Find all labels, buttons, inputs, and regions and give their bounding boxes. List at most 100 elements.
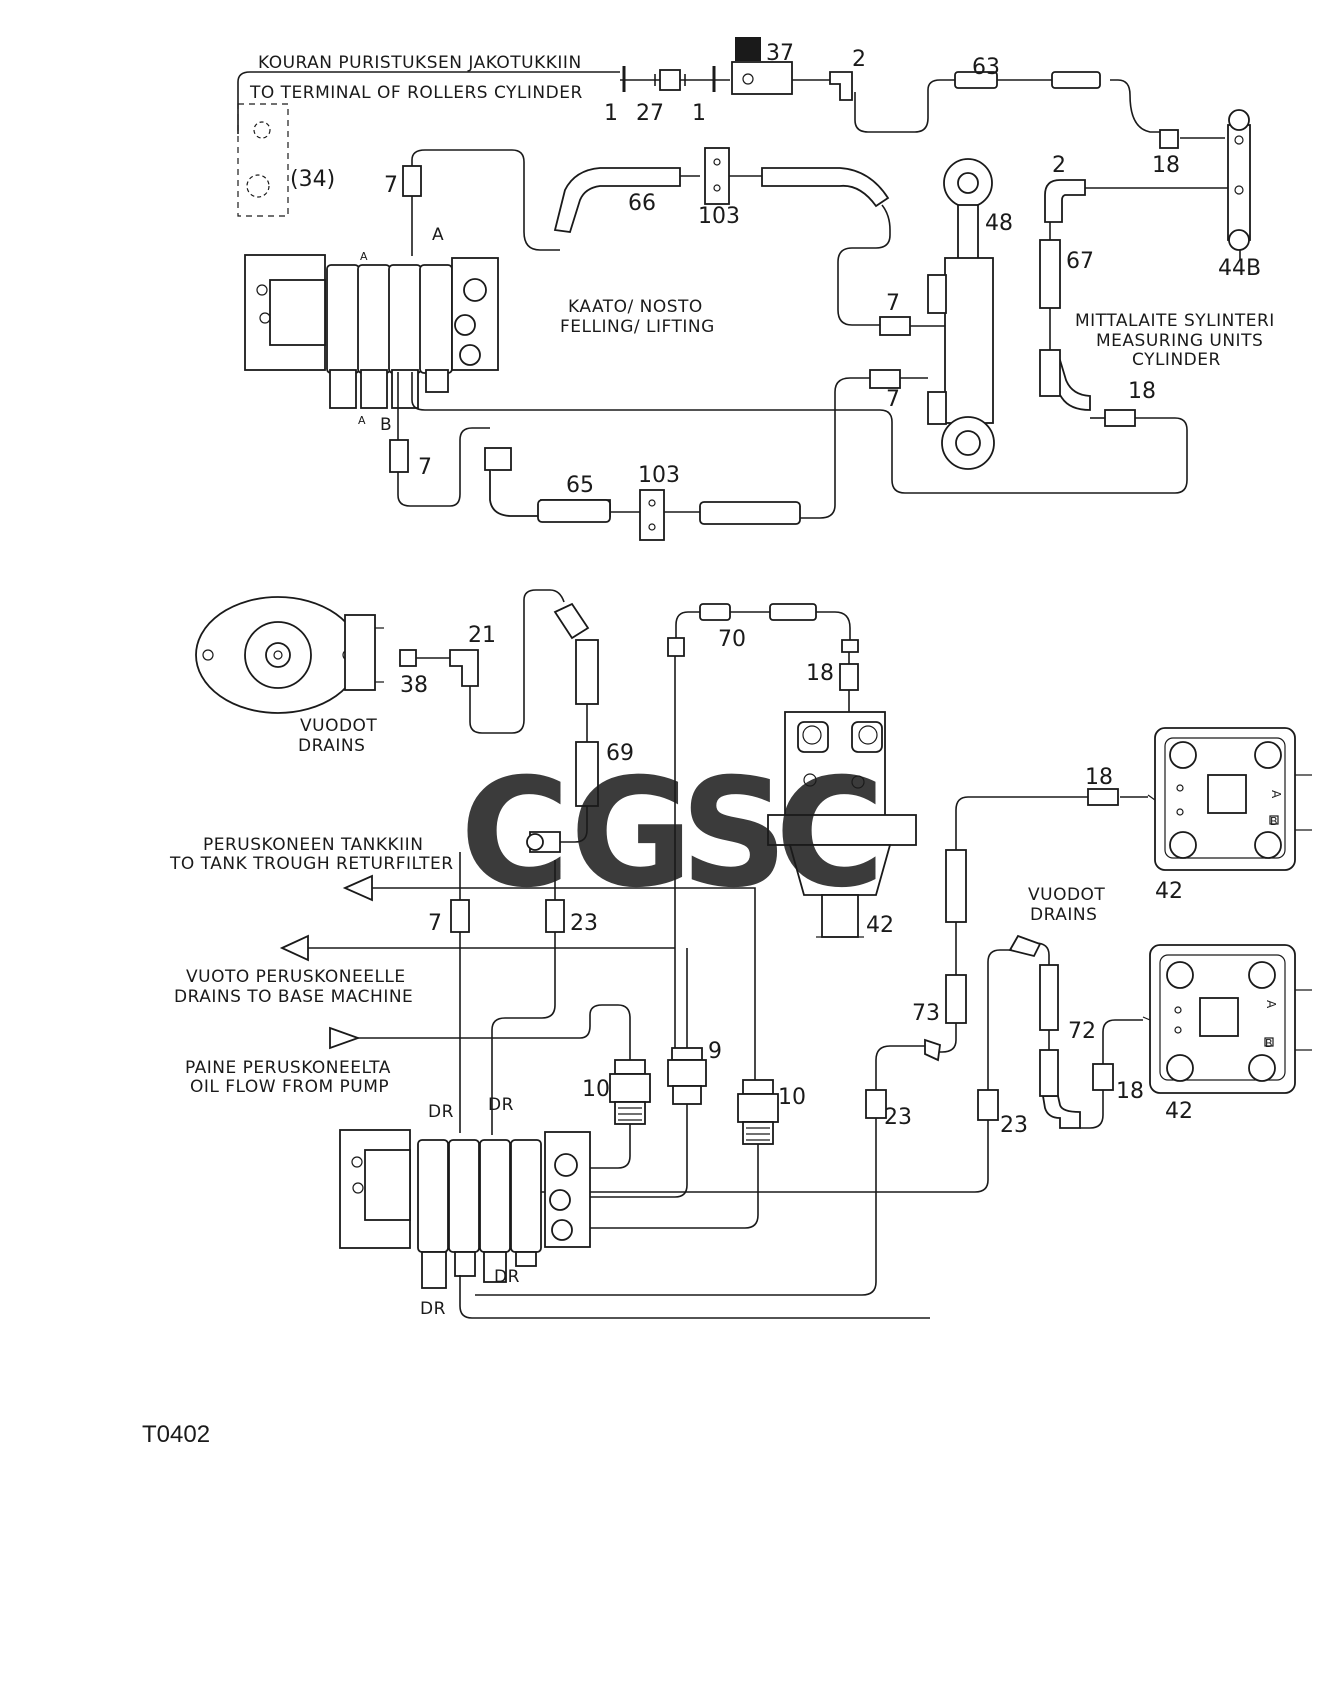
part-103a: 103: [698, 204, 740, 229]
fitting-7b: [879, 316, 911, 336]
port-b-small: A: [360, 250, 368, 263]
label-drains-2: DRAINS: [1030, 905, 1097, 925]
watermark-letter-3: S: [680, 747, 788, 921]
part-37: 37: [766, 41, 794, 66]
part-21: 21: [468, 623, 496, 648]
fitting-18a: [1159, 129, 1179, 149]
port-a-top: A: [432, 225, 444, 245]
drawing-code: T0402: [142, 1421, 210, 1448]
part-1a: 1: [604, 101, 618, 126]
watermark-letter-1: C: [460, 747, 570, 921]
hose-67: [1039, 349, 1061, 397]
fitting-18d: [1087, 788, 1119, 806]
block-37-head: [735, 37, 761, 61]
port-a-small: A: [358, 414, 366, 427]
part-65: 65: [566, 473, 594, 498]
clamp-103b: [639, 489, 665, 541]
fitting-18e: [1092, 1063, 1114, 1091]
block-34: [237, 103, 289, 217]
arrow-drains: [279, 934, 309, 962]
label-oil-flow: OIL FLOW FROM PUMP: [190, 1077, 389, 1097]
part-23c: 23: [1000, 1113, 1028, 1138]
fitting-10a: [609, 1059, 651, 1125]
part-10b: 10: [778, 1085, 806, 1110]
arrow-tank: [342, 874, 373, 902]
part-69: 69: [606, 741, 634, 766]
port-dr-1: DR: [428, 1102, 454, 1122]
part-18a: 18: [1152, 153, 1180, 178]
motor-port-a-2: A: [1264, 1000, 1278, 1009]
clamp-103a: [704, 147, 730, 205]
label-kaato: KAATO/ NOSTO: [568, 297, 703, 317]
pump-motor: [195, 596, 384, 714]
watermark-letter-4: C: [775, 747, 885, 921]
cylinder-48: [927, 158, 995, 470]
port-dr-4: DR: [420, 1299, 446, 1319]
label-measuring: MEASURING UNITS: [1096, 331, 1263, 351]
part-44b: 44B: [1218, 256, 1261, 281]
part-7e: 7: [428, 911, 442, 936]
fitting-23b: [865, 1089, 887, 1119]
part-42b: 42: [1155, 879, 1183, 904]
label-vuodot-2: VUODOT: [1028, 885, 1105, 905]
part-18b: 18: [1128, 379, 1156, 404]
part-18d: 18: [1085, 765, 1113, 790]
label-cylinder: CYLINDER: [1132, 350, 1221, 370]
label-vuodot-1: VUODOT: [300, 716, 377, 736]
label-drains-base: DRAINS TO BASE MACHINE: [174, 987, 413, 1007]
part-18e: 18: [1116, 1079, 1144, 1104]
arrow-pump: [329, 1026, 361, 1050]
fitting-9: [667, 1047, 707, 1105]
label-paine: PAINE PERUSKONEELTA: [185, 1058, 391, 1078]
motor-port-b-2: B: [1265, 1037, 1273, 1050]
port-b-top: B: [380, 415, 392, 435]
cylinder-44b: [1227, 124, 1251, 241]
part-7a: 7: [384, 173, 398, 198]
part-38: 38: [400, 673, 428, 698]
fitting-10b: [737, 1079, 779, 1145]
part-2a: 2: [852, 47, 866, 72]
part-7b: 7: [886, 291, 900, 316]
part-63: 63: [972, 55, 1000, 80]
hose-72: [1039, 1049, 1059, 1097]
label-drains-1: DRAINS: [298, 736, 365, 756]
fitting-23c: [977, 1089, 999, 1121]
part-27: 27: [636, 101, 664, 126]
motor-port-a-1: A: [1269, 790, 1283, 799]
pipe-top-line: [237, 71, 620, 134]
part-23a: 23: [570, 911, 598, 936]
part-34: (34): [290, 167, 335, 192]
part-73: 73: [912, 1001, 940, 1026]
part-23b: 23: [884, 1105, 912, 1130]
label-felling: FELLING/ LIFTING: [560, 317, 715, 337]
fitting-7c: [869, 369, 901, 389]
label-kouran: KOURAN PURISTUKSEN JAKOTUKKIIN: [258, 53, 582, 73]
part-103b: 103: [638, 463, 680, 488]
fitting-18c: [839, 663, 859, 691]
label-mittalaite: MITTALAITE SYLINTERI: [1075, 311, 1275, 331]
elbow-2a: [829, 71, 853, 101]
hose-66: [553, 167, 681, 233]
part-7d: 7: [418, 455, 432, 480]
watermark: C G S C: [460, 747, 885, 921]
fitting-38: [399, 649, 417, 667]
motor-42-center: [767, 711, 917, 938]
hose-69: [575, 639, 599, 705]
fitting-7d: [389, 439, 409, 473]
watermark-letter-2: G: [570, 747, 693, 921]
part-1b: 1: [692, 101, 706, 126]
fitting-27: [659, 69, 681, 91]
part-10a: 10: [582, 1077, 610, 1102]
part-66: 66: [628, 191, 656, 216]
hose-70: [699, 603, 731, 621]
label-vuoto: VUOTO PERUSKONEELLE: [186, 967, 406, 987]
label-terminal: TO TERMINAL OF ROLLERS CYLINDER: [249, 83, 583, 103]
motor-42-bottom-right: [1142, 944, 1312, 1094]
elbow-2b: [1044, 179, 1086, 223]
port-dr-2: DR: [488, 1095, 514, 1115]
fitting-7a: [402, 165, 422, 197]
label-peruskoneen: PERUSKONEEN TANKKIIN: [203, 835, 423, 855]
motor-port-b-1: B: [1270, 815, 1278, 828]
hose-73: [945, 974, 967, 1024]
